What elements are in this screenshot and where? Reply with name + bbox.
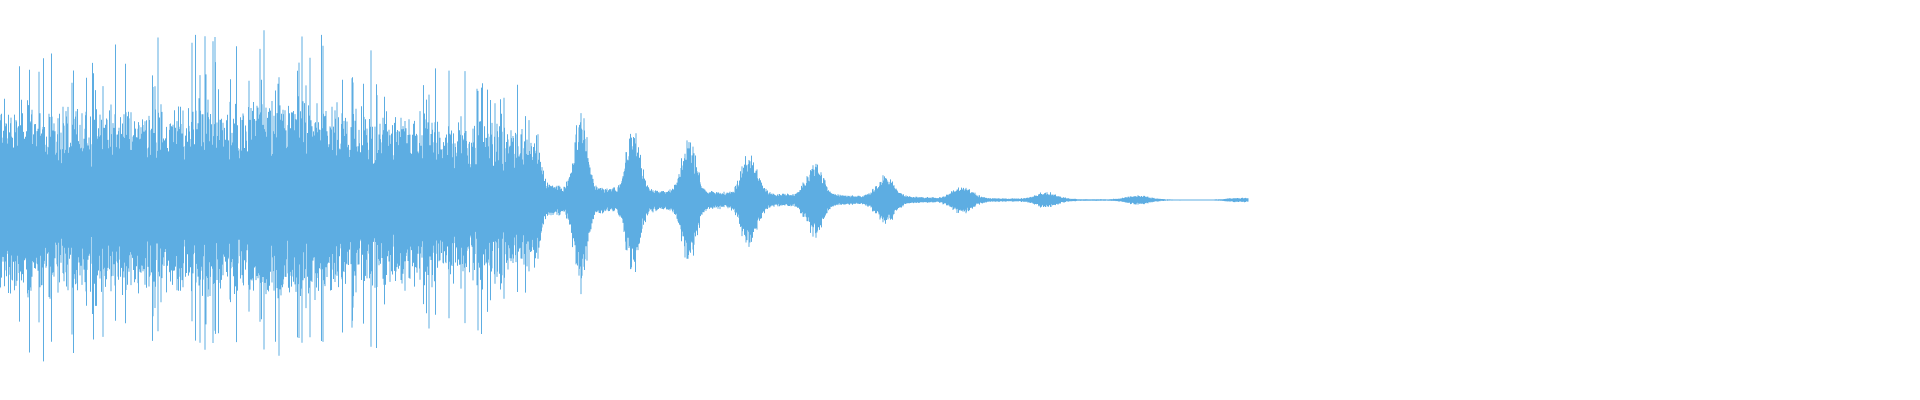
waveform-signal — [0, 30, 1249, 362]
